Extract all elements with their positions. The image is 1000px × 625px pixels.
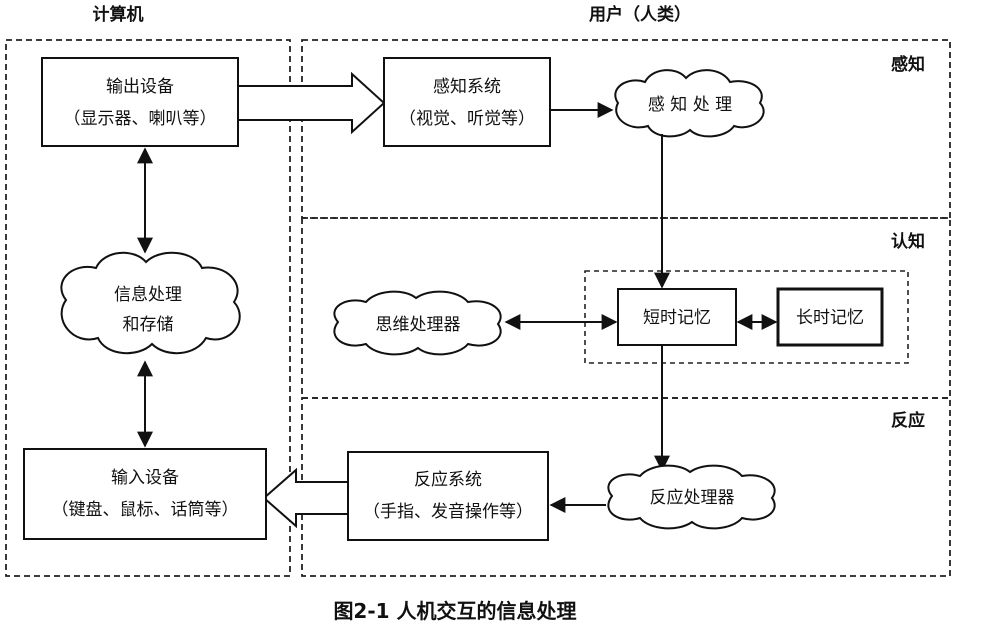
thinking-processor-cloud: 思维处理器: [333, 290, 502, 356]
perception-system-examples: （视觉、听觉等）: [399, 109, 535, 129]
response-system-title: 反应系统: [414, 470, 482, 490]
long-term-memory-label: 长时记忆: [796, 308, 864, 328]
short-term-memory-label: 短时记忆: [643, 308, 711, 328]
info-processing-line2: 和存储: [123, 315, 174, 335]
input-device-box: [23, 448, 267, 540]
long-term-memory-box: [776, 287, 884, 347]
output-device-title: 输出设备: [106, 77, 174, 97]
response-system-examples: （手指、发音操作等）: [363, 502, 533, 522]
output-device-box: [41, 57, 239, 147]
response-processor-label: 反应处理器: [650, 488, 735, 508]
figure-caption: 图2-1 人机交互的信息处理: [333, 599, 576, 623]
short-term-memory-box: [617, 288, 737, 346]
info-processing-line1: 信息处理: [114, 285, 182, 305]
output-device-examples: （显示器、喇叭等）: [64, 109, 217, 129]
computer-region: [5, 39, 291, 577]
input-device-examples: （键盘、鼠标、话筒等）: [52, 500, 239, 520]
response-processor-cloud: 反应处理器: [607, 464, 776, 530]
hollow-arrow-output-to-perception: [237, 71, 386, 135]
stage-label-response: 反应: [891, 410, 925, 431]
info-processing-cloud: 信息处理 和存储: [60, 251, 241, 355]
perception-processing-label: 感 知 处 理: [648, 95, 732, 115]
stage-label-perception: 感知: [891, 54, 925, 75]
user-header: 用户（人类）: [589, 4, 691, 25]
hollow-arrow-response-to-input: [262, 467, 349, 529]
perception-system-title: 感知系统: [433, 77, 501, 97]
perception-system-box: [383, 57, 551, 147]
stage-label-cognition: 认知: [891, 231, 925, 252]
perception-processing-cloud: 感 知 处 理: [614, 69, 765, 138]
response-system-box: [347, 451, 549, 541]
thinking-processor-label: 思维处理器: [376, 315, 461, 335]
input-device-title: 输入设备: [111, 468, 179, 488]
computer-header: 计算机: [93, 4, 144, 25]
